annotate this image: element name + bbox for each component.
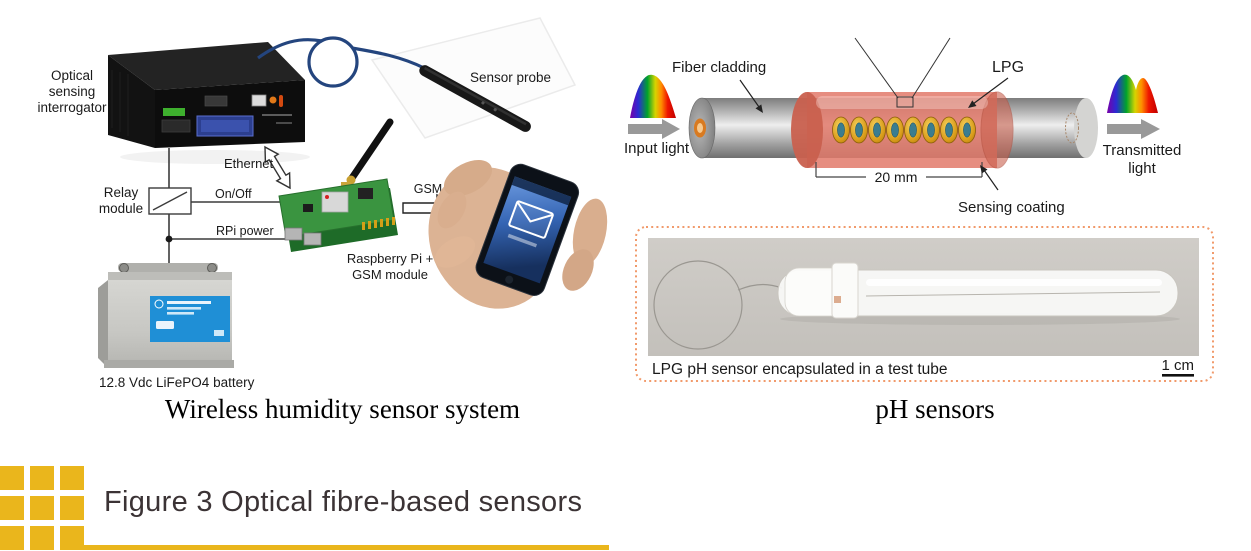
transmitted-spectrum-icon [1107, 74, 1158, 113]
interrogator-device [108, 42, 305, 148]
interrogator-label: Optical sensing interrogator [37, 68, 107, 115]
brand-square [0, 466, 24, 490]
brand-square [60, 496, 84, 520]
svg-text:GSM module: GSM module [352, 267, 428, 282]
raspberry-pi-board [278, 118, 398, 252]
relay-module-symbol [148, 187, 192, 215]
tube-tape-band [831, 262, 859, 319]
brand-square [30, 496, 54, 520]
svg-text:Transmitted: Transmitted [1103, 142, 1182, 159]
fiber-pigtail-loop [653, 260, 743, 350]
usb-port [303, 232, 322, 246]
scale-bar-label: 1 cm [1161, 357, 1194, 374]
svg-text:module: module [99, 201, 143, 216]
photo-caption: LPG pH sensor encapsulated in a test tub… [652, 361, 948, 378]
grating-bead [886, 116, 904, 144]
sim-module [321, 191, 349, 213]
relay-module-label: Relay module [99, 185, 143, 216]
power-button [269, 96, 277, 104]
brand-square [30, 526, 54, 550]
input-spectrum-icon [630, 74, 676, 118]
sensor-probe-label: Sensor probe [470, 70, 551, 85]
brand-square [60, 466, 84, 490]
transmitted-light-label: Transmitted light [1103, 142, 1182, 177]
brand-square [30, 466, 54, 490]
svg-text:Optical: Optical [51, 68, 93, 83]
battery-label: 12.8 Vdc LiFePO4 battery [99, 375, 255, 390]
hand-with-phone [428, 159, 608, 309]
brand-squares-grid [0, 466, 84, 550]
grating-bead [904, 116, 922, 144]
grating-bead [922, 116, 940, 144]
fiber-cladding-arrow [739, 79, 763, 113]
rpi-power-label: RPi power [216, 224, 274, 238]
ethernet-label: Ethernet [224, 156, 274, 171]
dimension-20mm [815, 162, 983, 178]
lpg-arrow [968, 77, 1009, 108]
grating-bead [832, 116, 850, 144]
input-light-label: Input light [624, 140, 690, 157]
sensor-probe [419, 65, 531, 132]
brand-square [0, 496, 24, 520]
ethernet-double-arrow [264, 145, 291, 190]
green-sticker [163, 108, 185, 116]
wire-junction-dot [165, 235, 173, 243]
probe-background-sheet [370, 17, 577, 139]
svg-text:light: light [1128, 160, 1156, 177]
gsm-label: GSM [414, 182, 442, 196]
interrogator-reflection [120, 150, 310, 164]
grating-bead [868, 116, 886, 144]
scale-bar [1162, 374, 1194, 377]
wireless-humidity-system-diagram: Sensor probe Optical sensing interrogato… [37, 17, 608, 390]
svg-text:sensing: sensing [49, 84, 96, 99]
grating-bead [850, 116, 868, 144]
footer-accent-line [84, 545, 609, 550]
sensing-coating-arrow [980, 165, 999, 191]
battery [98, 263, 234, 368]
fiber-cladding-label: Fiber cladding [672, 59, 766, 76]
svg-text:Relay: Relay [104, 185, 139, 200]
zoom-callout [854, 37, 951, 108]
raspberry-pi-label: Raspberry Pi + GSM module [347, 251, 433, 282]
test-tube-photo [648, 238, 1199, 356]
figure-caption: Figure 3 Optical fibre-based sensors [104, 486, 583, 518]
lpg-ph-sensor-diagram: Input light [624, 37, 1214, 382]
grating-bead [958, 116, 976, 144]
right-panel-caption: pH sensors [875, 394, 995, 424]
svg-text:Raspberry Pi +: Raspberry Pi + [347, 251, 433, 266]
brand-square [0, 526, 24, 550]
fiber-cable [257, 36, 425, 88]
transmitted-arrow [1107, 119, 1160, 139]
svg-text:interrogator: interrogator [37, 100, 107, 115]
lpg-grating [832, 116, 976, 144]
gpio-pins [362, 217, 395, 230]
phone-screen [483, 176, 572, 284]
usb-port [284, 227, 303, 241]
grating-bead [940, 116, 958, 144]
input-arrow [628, 119, 680, 139]
ethernet-port [251, 94, 267, 107]
gsm-antenna [348, 118, 394, 182]
sensing-coating-label: Sensing coating [958, 199, 1065, 216]
email-envelope-icon [508, 200, 554, 239]
lpg-label: LPG [992, 59, 1024, 76]
dimension-label: 20 mm [875, 169, 918, 185]
on-off-label: On/Off [215, 187, 252, 201]
left-panel-caption: Wireless humidity sensor system [164, 394, 521, 424]
smartphone [475, 163, 580, 296]
brand-square [60, 526, 84, 550]
